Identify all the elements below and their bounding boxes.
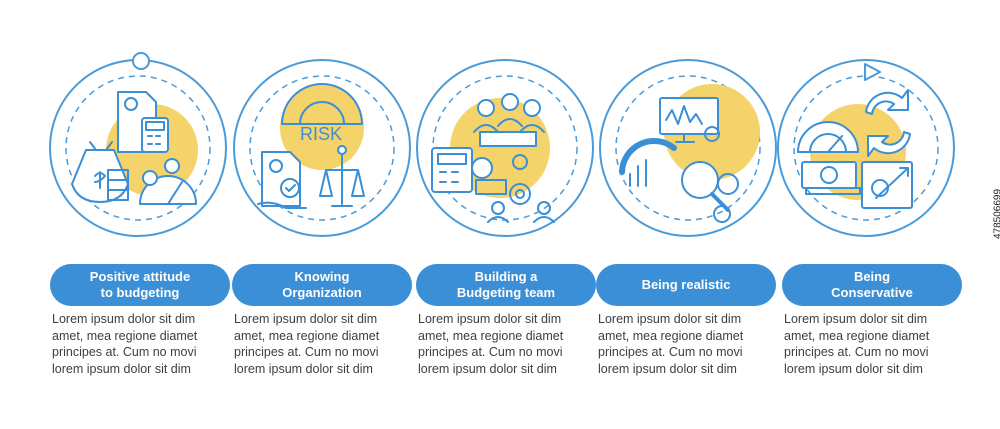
step-4-dashed-ring bbox=[615, 75, 761, 221]
step-3-label-pill: Building a Budgeting team bbox=[416, 264, 596, 306]
step-1-desc-line: principes at. Cum no movi bbox=[52, 345, 197, 359]
step-3-outer-ring bbox=[416, 59, 594, 237]
money-bag-calculator-speedometer-icon bbox=[71, 91, 197, 205]
step-5: Being Conservative Lorem ipsum dolor sit… bbox=[782, 0, 962, 429]
monitor-chart-magnifier-icon bbox=[619, 97, 739, 223]
step-5-label-pill: Being Conservative bbox=[782, 264, 962, 306]
step-4-outer-ring bbox=[599, 59, 777, 237]
stock-id: 478506699 bbox=[992, 188, 1000, 240]
step-3-desc-line: lorem ipsum dolor sit dim bbox=[418, 361, 557, 376]
step-4-desc-line: Lorem ipsum dolor sit dim bbox=[598, 312, 742, 326]
step-2-dashed-ring bbox=[249, 75, 395, 221]
step-3-desc-line: principes at. Cum no movi bbox=[418, 345, 563, 359]
step-4-label-pill: Being realistic bbox=[596, 264, 776, 306]
step-3-description: Lorem ipsum dolor sit dim amet, mea regi… bbox=[418, 311, 596, 377]
step-2-desc-line: lorem ipsum dolor sit dim bbox=[234, 361, 373, 376]
step-2: Knowing Organization Lorem ipsum dolor s… bbox=[232, 0, 412, 429]
step-1-desc-line: amet, mea regione diamet bbox=[52, 328, 198, 343]
step-5-desc-line: principes at. Cum no movi bbox=[784, 345, 929, 359]
step-5-desc-line: amet, mea regione diamet bbox=[784, 328, 930, 343]
stock-id-strip: 478506699 bbox=[984, 0, 1000, 429]
step-5-dashed-ring bbox=[793, 75, 939, 221]
step-1-label: Positive attitude to budgeting bbox=[89, 269, 191, 300]
step-2-desc-line: amet, mea regione diamet bbox=[234, 328, 380, 343]
step-5-label: Being Conservative bbox=[831, 269, 913, 300]
step-5-outer-ring bbox=[777, 59, 955, 237]
step-2-description: Lorem ipsum dolor sit dim amet, mea regi… bbox=[234, 311, 412, 377]
step-2-outer-ring bbox=[233, 59, 411, 237]
step-1: Positive attitude to budgeting Lorem ips… bbox=[50, 0, 230, 429]
step-2-label-pill: Knowing Organization bbox=[232, 264, 412, 306]
step-3-desc-line: amet, mea regione diamet bbox=[418, 328, 564, 343]
step-1-description: Lorem ipsum dolor sit dim amet, mea regi… bbox=[52, 311, 230, 377]
step-5-desc-line: lorem ipsum dolor sit dim bbox=[784, 361, 923, 376]
step-4-description: Lorem ipsum dolor sit dim amet, mea regi… bbox=[598, 311, 776, 377]
step-1-dashed-ring bbox=[65, 75, 211, 221]
svg-text:RISK: RISK bbox=[300, 124, 342, 144]
step-2-desc-line: principes at. Cum no movi bbox=[234, 345, 379, 359]
step-2-desc-line: Lorem ipsum dolor sit dim bbox=[234, 312, 378, 326]
end-arrow-icon bbox=[864, 63, 881, 81]
step-3: Building a Budgeting team Lorem ipsum do… bbox=[416, 0, 596, 429]
step-1-desc-line: Lorem ipsum dolor sit dim bbox=[52, 312, 196, 326]
step-4-desc-line: amet, mea regione diamet bbox=[598, 328, 744, 343]
step-5-desc-line: Lorem ipsum dolor sit dim bbox=[784, 312, 928, 326]
step-4-desc-line: principes at. Cum no movi bbox=[598, 345, 743, 359]
step-1-label-pill: Positive attitude to budgeting bbox=[50, 264, 230, 306]
start-dot bbox=[132, 52, 150, 70]
risk-gauge-scales-icon: RISK bbox=[257, 83, 365, 209]
step-4-label: Being realistic bbox=[641, 277, 731, 292]
step-3-label: Building a Budgeting team bbox=[456, 269, 556, 300]
step-5-description: Lorem ipsum dolor sit dim amet, mea regi… bbox=[784, 311, 962, 377]
step-1-desc-line: lorem ipsum dolor sit dim bbox=[52, 361, 191, 376]
cycle-arrows-gauge-target-icon bbox=[797, 89, 913, 209]
step-4: Being realistic Lorem ipsum dolor sit di… bbox=[596, 0, 776, 429]
step-4-desc-line: lorem ipsum dolor sit dim bbox=[598, 361, 737, 376]
step-3-desc-line: Lorem ipsum dolor sit dim bbox=[418, 312, 562, 326]
team-calculator-gear-icon bbox=[431, 93, 555, 223]
step-2-label: Knowing Organization bbox=[282, 269, 362, 300]
